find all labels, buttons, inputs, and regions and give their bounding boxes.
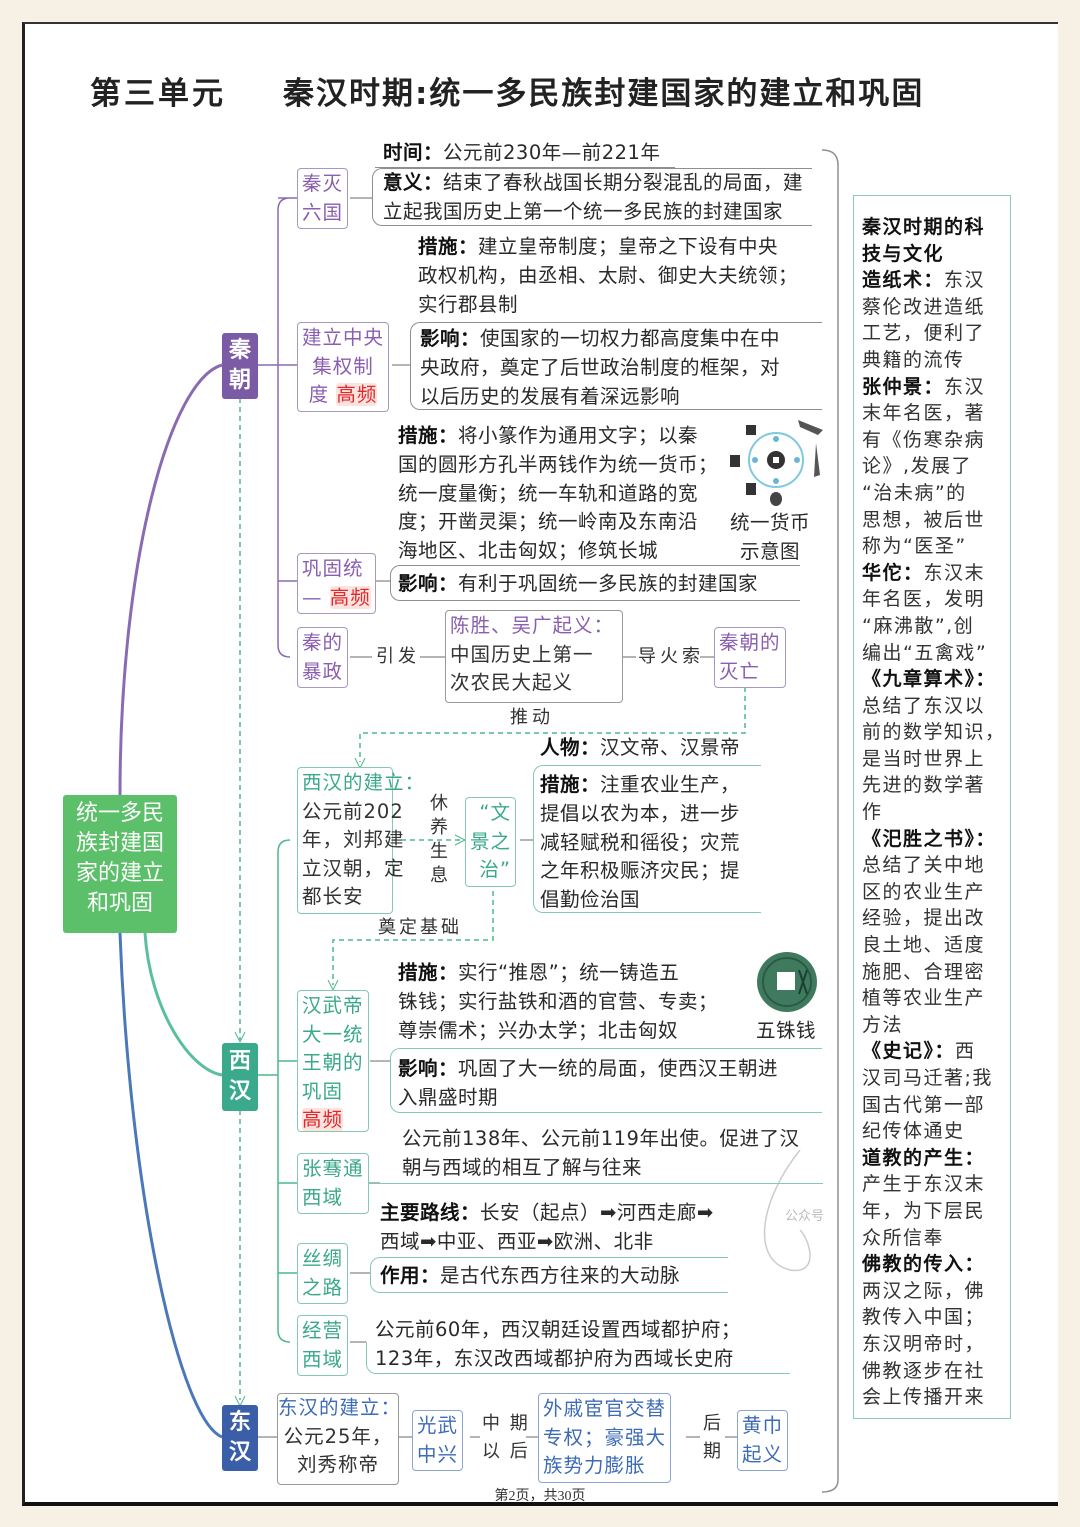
qin-bracket xyxy=(257,197,297,658)
node-xihan-founding: 西汉的建立： 公元前202 年，刘邦建 立汉朝，定 都长安 xyxy=(297,767,424,914)
dynasty-donghan: 东 汉 xyxy=(222,1405,258,1471)
culture-panel: 秦汉时期的科 技与文化 造纸术：东汉 蔡伦改进造纸 工艺，便利了 典籍的流传 张… xyxy=(853,195,1011,1419)
node-chen-wu-uprising: 陈胜、吴广起义： 中国历史上第一 次农民大起义 xyxy=(445,610,623,703)
wudi-impact: 影响：巩固了大一统的局面，使西汉王朝进 入鼎盛时期 xyxy=(398,1057,779,1109)
unify-measures: 措施：将小篆作为通用文字；以秦 国的圆形方孔半两钱作为统一货币； 统一度量衡；统… xyxy=(398,424,719,563)
culture-item: 华佗：东汉末 年名医，发明 “麻沸散”,创 编出“五禽戏” xyxy=(862,561,988,664)
central-impact: 影响：使国家的一切权力都高度集中在中 央政府，奠定了后世政治制度的框架，对 以后… xyxy=(420,327,781,408)
node-qin-fall: 秦朝的 灭亡 xyxy=(714,627,786,688)
label-trigger: 引发 xyxy=(376,646,420,667)
silk-role: 作用：是古代东西方往来的大动脉 xyxy=(380,1264,681,1287)
node-wudi: 汉武帝 大一统 王朝的 巩固 高频 xyxy=(297,990,369,1132)
watermark: 公众号 xyxy=(785,1209,825,1224)
node-central-power: 建立中央 集权制 度 高频 xyxy=(297,322,390,412)
culture-item: 道教的产生： 产生于东汉末 年，为下层民 众所信奉 xyxy=(862,1146,986,1249)
culture-item: 造纸术：东汉 蔡伦改进造纸 工艺，便利了 典籍的流传 xyxy=(862,269,986,371)
curve-root-qin xyxy=(118,363,223,796)
node-silk-road: 丝绸 之路 xyxy=(297,1243,349,1304)
node-qin-conquest: 秦灭 六国 xyxy=(297,168,349,229)
wuzhu-coin-caption: 五铢钱 xyxy=(756,1019,817,1042)
node-manage-western-regions: 经营 西域 xyxy=(297,1315,349,1376)
label-late-period: 后 期 xyxy=(703,1413,725,1462)
node-zhangqian: 张骞通 西域 xyxy=(297,1153,369,1214)
dynasty-xihan: 西 汉 xyxy=(222,1043,258,1111)
central-measures: 措施：建立皇帝制度；皇帝之下设有中央 政权机构，由丞相、太尉、御史大夫统领； 实… xyxy=(418,235,799,316)
zhangqian-text: 公元前138年、公元前119年出使。促进了汉 朝与西域的相互了解与往来 xyxy=(402,1127,800,1179)
node-qin-tyranny: 秦的 暴政 xyxy=(297,627,349,688)
page xyxy=(22,22,1058,1506)
wuzhu-coin-image xyxy=(757,952,817,1012)
culture-item: 《九章算术》： 总结了东汉以 前的数学知识， 是当时世界上 先进的数学著 作 xyxy=(862,668,1006,824)
currency-unification-image xyxy=(730,420,823,506)
label-mid-period: 中 期 以 后 xyxy=(482,1413,530,1462)
curve-root-xihan xyxy=(143,932,223,1077)
qin-significance: 意义：结束了春秋战国长期分裂混乱的局面，建 立起我国历史上第一个统一多民族的封建… xyxy=(383,171,804,223)
curve-root-donghan xyxy=(118,932,223,1439)
push-arrow xyxy=(359,687,746,762)
culture-item: 《史记》：西 汉司马迁著;我 国古代第一部 纪传体通史 xyxy=(862,1040,993,1143)
wenjing-people: 人物：汉文帝、汉景帝 xyxy=(540,736,741,759)
unify-impact: 影响：有利于巩固统一多民族的封建国家 xyxy=(398,572,759,595)
node-wenjing-rule: “文 景之 治” xyxy=(465,797,517,887)
culture-item: 佛教的传入： 两汉之际，佛 教传入中国； 东汉明帝时， 佛教逐步在社 会上传播开… xyxy=(862,1253,986,1409)
page-title: 秦汉时期:统一多民族封建国家的建立和巩固 xyxy=(283,76,925,112)
label-rest-recuperate: 休 养 生 息 xyxy=(430,793,452,886)
qin-time: 时间：公元前230年—前221年 xyxy=(383,141,661,164)
label-fuse: 导火索 xyxy=(638,646,704,667)
manage-text: 公元前60年，西汉朝廷设置西域都护府； 123年，东汉改西域都护府为西域长史府 xyxy=(375,1318,741,1370)
right-bracket xyxy=(821,149,839,1493)
silk-route: 主要路线：长安（起点）➡河西走廊➡ 西域➡中亚、西亚➡欧洲、北非 xyxy=(380,1201,714,1253)
culture-item: 《汜胜之书》： 总结了关中地 区的农业生产 经验，提出改 良土地、适度 施肥、合… xyxy=(862,827,997,1036)
dynasty-qin: 秦 朝 xyxy=(222,333,258,399)
culture-panel-title: 秦汉时期的科 技与文化 xyxy=(862,216,986,265)
xihan-bracket xyxy=(257,839,297,1343)
currency-image-caption: 统一货币 示意图 xyxy=(730,511,811,563)
label-basis: 奠定基础 xyxy=(378,917,462,938)
culture-item: 张仲景：东汉 末年名医，著 有《伤寒杂病 论》,发展了 “治未病”的 思想，被后… xyxy=(862,375,986,558)
node-consolidate: 巩固统 — 高频 xyxy=(297,553,376,614)
page-footer: 第2页，共30页 xyxy=(494,1489,586,1504)
wudi-measures: 措施：实行“推恩”；统一铸造五 铢钱；实行盐铁和酒的官营、专卖； 尊崇儒术；兴办… xyxy=(398,961,719,1042)
root-node: 统一多民 族封建国 家的建立 和巩固 xyxy=(63,795,177,933)
basis-arrow xyxy=(332,882,494,985)
node-guangwu: 光武 中兴 xyxy=(412,1410,464,1471)
wenjing-measures: 措施：注重农业生产， 提倡以农为本，进一步 减轻赋税和徭役；灾荒 之年积极赈济灾… xyxy=(540,773,741,912)
node-eunuch-consort-crisis: 外戚宦官交替 专权；豪强大 族势力膨胀 xyxy=(538,1393,672,1483)
node-donghan-founding: 东汉的建立： 公元25年， 刘秀称帝 xyxy=(277,1393,400,1485)
unit-label: 第三单元 xyxy=(90,76,226,112)
label-push: 推动 xyxy=(510,707,554,728)
node-yellow-turban: 黄巾 起义 xyxy=(737,1410,789,1471)
